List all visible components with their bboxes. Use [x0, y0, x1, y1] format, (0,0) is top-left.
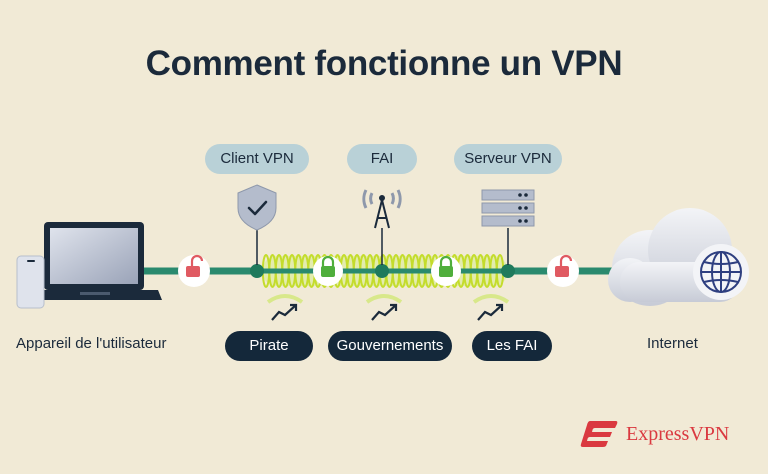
isp-label: FAI: [347, 144, 417, 174]
hacker-arrow-icon: [266, 294, 304, 321]
antenna-icon: [362, 189, 402, 229]
internet-label: Internet: [647, 335, 698, 352]
expressvpn-logo-icon: [580, 421, 618, 447]
hacker-arrow-icon: [472, 294, 510, 321]
shield-check-icon: [237, 184, 277, 231]
vpn-server-label: Serveur VPN: [454, 144, 562, 174]
phone-icon: [16, 255, 45, 309]
locked-padlock-icon: [313, 255, 343, 286]
device-label: Appareil de l'utilisateur: [16, 335, 167, 352]
client-node: [250, 264, 264, 278]
hacker-arrow-icon: [365, 294, 403, 321]
cloud-globe-icon: [608, 208, 749, 306]
brand-name: ExpressVPN: [626, 422, 730, 445]
expressvpn-logo: ExpressVPN: [580, 418, 729, 450]
unlocked-padlock-icon: [547, 254, 579, 287]
isp-node: [375, 264, 389, 278]
isps-label: Les FAI: [472, 331, 552, 361]
unlocked-padlock-icon: [178, 254, 210, 287]
laptop-icon: [26, 222, 162, 300]
page-title: Comment fonctionne un VPN: [145, 44, 623, 83]
government-label: Gouvernements: [328, 331, 452, 361]
server-node: [501, 264, 515, 278]
server-rack-icon: [481, 189, 535, 227]
vpn-client-label: Client VPN: [205, 144, 309, 174]
locked-padlock-icon: [431, 255, 461, 286]
hacker-label: Pirate: [225, 331, 313, 361]
